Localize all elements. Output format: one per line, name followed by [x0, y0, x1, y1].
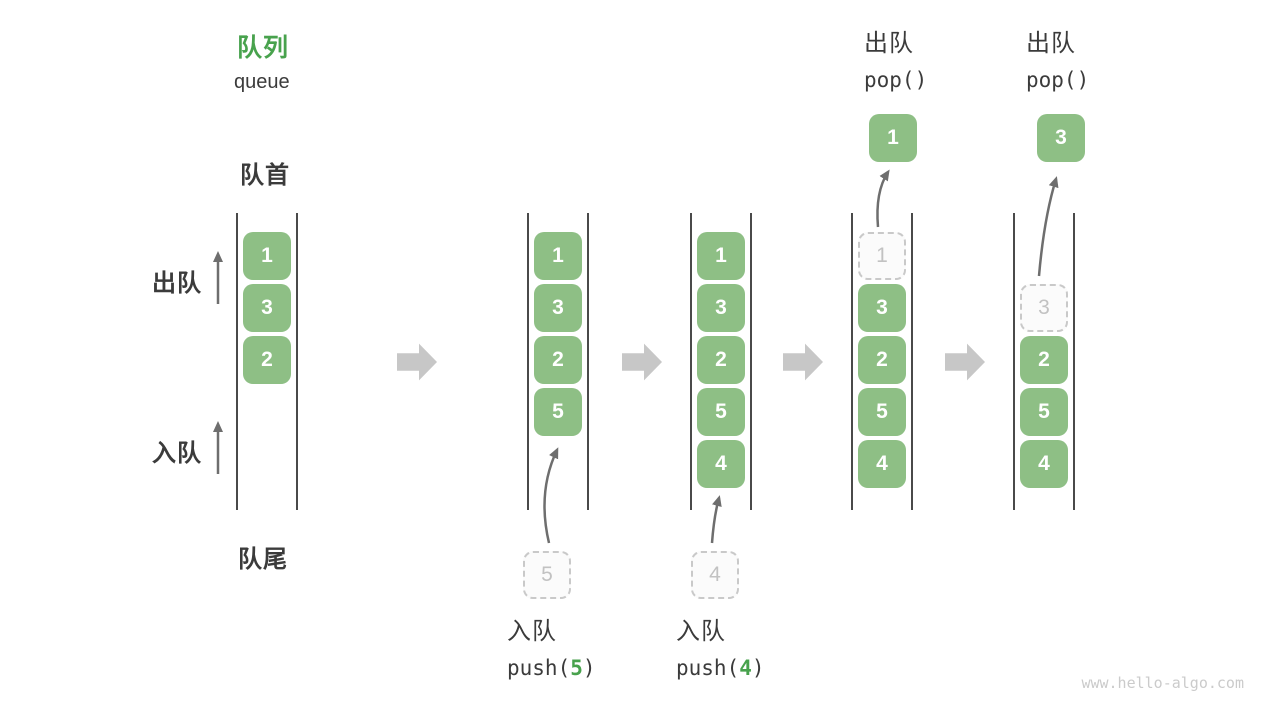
- push-fn: push(: [507, 656, 571, 680]
- queue-cell: 3: [243, 284, 291, 332]
- push-arg: 4: [739, 656, 752, 680]
- enqueue-side-label: 入队: [152, 440, 202, 467]
- step-arrow-icon: [397, 343, 437, 381]
- queue-cell: 2: [858, 336, 906, 384]
- enqueue-op-zh: 入队: [507, 618, 557, 645]
- page-title: 队列: [237, 34, 290, 62]
- queue-cell: 3: [534, 284, 582, 332]
- pop-code: pop(): [1026, 68, 1090, 92]
- queue-cell: 4: [697, 440, 745, 488]
- dequeue-op-zh: 出队: [864, 30, 914, 57]
- queue-cell: 2: [534, 336, 582, 384]
- queue-cell: 2: [1020, 336, 1068, 384]
- page-subtitle: queue: [234, 71, 290, 93]
- dequeue-op-label-2: 出队 pop(): [1026, 30, 1089, 94]
- push-arg: 5: [570, 656, 583, 680]
- push-code: push(4): [676, 654, 765, 682]
- queue-lane-3: [690, 213, 752, 510]
- queue-cell: 4: [1020, 440, 1068, 488]
- queue-cell: 5: [1020, 388, 1068, 436]
- queue-cell: 4: [858, 440, 906, 488]
- queue-cell: 5: [697, 388, 745, 436]
- step-arrow-icon: [945, 343, 985, 381]
- queue-front-label: 队首: [240, 162, 290, 189]
- queue-cell: 5: [858, 388, 906, 436]
- queue-cell: 1: [534, 232, 582, 280]
- step-arrow-icon: [622, 343, 662, 381]
- dequeue-op-zh: 出队: [1026, 30, 1076, 57]
- queue-cell: 3: [858, 284, 906, 332]
- pop-code: pop(): [864, 68, 928, 92]
- queue-cell: 3: [697, 284, 745, 332]
- queue-lane-4: [851, 213, 913, 510]
- push-fn: push(: [676, 656, 740, 680]
- enqueue-op-label-2: 入队 push(4): [676, 618, 765, 682]
- push-code: push(5): [507, 654, 596, 682]
- dequeue-op-label-1: 出队 pop(): [864, 30, 927, 94]
- queue-lane-2: [527, 213, 589, 510]
- push-close: ): [582, 656, 596, 680]
- pending-push-box: 4: [691, 551, 739, 599]
- popped-ghost-box: 3: [1020, 284, 1068, 332]
- queue-cell: 2: [243, 336, 291, 384]
- queue-cell: 1: [697, 232, 745, 280]
- queue-lane-5: [1013, 213, 1075, 510]
- popped-ghost-box: 1: [858, 232, 906, 280]
- queue-cell: 1: [243, 232, 291, 280]
- queue-lane-1: [236, 213, 298, 510]
- pending-push-box: 5: [523, 551, 571, 599]
- queue-cell: 2: [697, 336, 745, 384]
- step-arrow-icon: [783, 343, 823, 381]
- watermark: www.hello-algo.com: [1081, 674, 1244, 692]
- push-close: ): [751, 656, 765, 680]
- enqueue-op-zh: 入队: [676, 618, 726, 645]
- popped-value-box: 1: [869, 114, 917, 162]
- dequeue-side-label: 出队: [152, 270, 202, 297]
- popped-value-box: 3: [1037, 114, 1085, 162]
- queue-cell: 5: [534, 388, 582, 436]
- queue-rear-label: 队尾: [238, 546, 288, 573]
- enqueue-op-label-1: 入队 push(5): [507, 618, 596, 682]
